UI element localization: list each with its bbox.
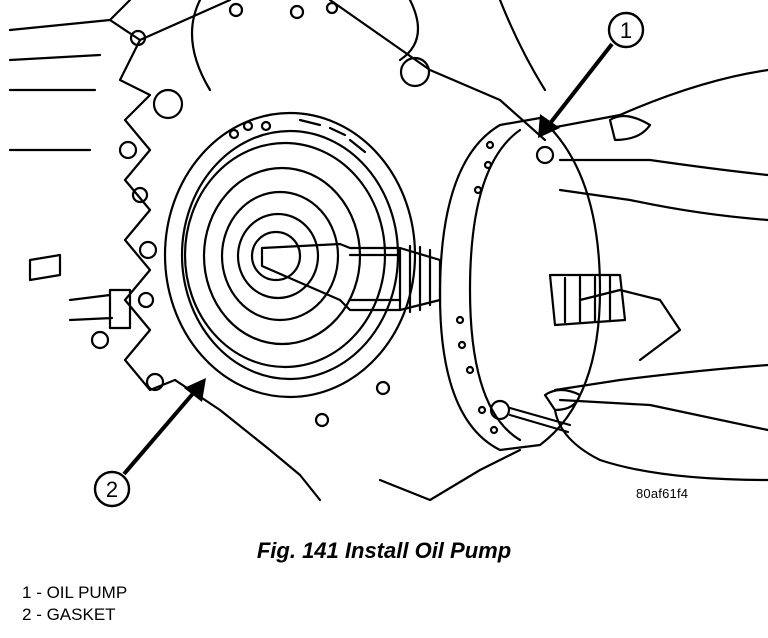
hands (538, 68, 768, 482)
legend-label: GASKET (46, 605, 116, 624)
legend: 1 - OIL PUMP 2 - GASKET (22, 582, 127, 626)
legend-label: OIL PUMP (46, 583, 128, 602)
legend-number: 1 (22, 583, 32, 602)
callout-1: 1 (538, 11, 645, 138)
oil-pump (438, 116, 627, 452)
legend-number: 2 (22, 605, 32, 624)
figure-caption: Fig. 141 Install Oil Pump (256, 538, 512, 563)
callout-1-number: 1 (620, 18, 632, 43)
callout-2: 2 (93, 378, 206, 508)
oil-pump-installation-illustration: 1 2 (8, 0, 768, 508)
legend-item: 2 - GASKET (22, 604, 127, 626)
legend-item: 1 - OIL PUMP (22, 582, 127, 604)
legend-separator: - (31, 583, 47, 602)
callout-2-number: 2 (106, 477, 118, 502)
legend-separator: - (31, 605, 47, 624)
image-code: 80af61f4 (636, 486, 689, 501)
pump-bore-rings (183, 118, 387, 369)
transmission-case (8, 0, 547, 502)
